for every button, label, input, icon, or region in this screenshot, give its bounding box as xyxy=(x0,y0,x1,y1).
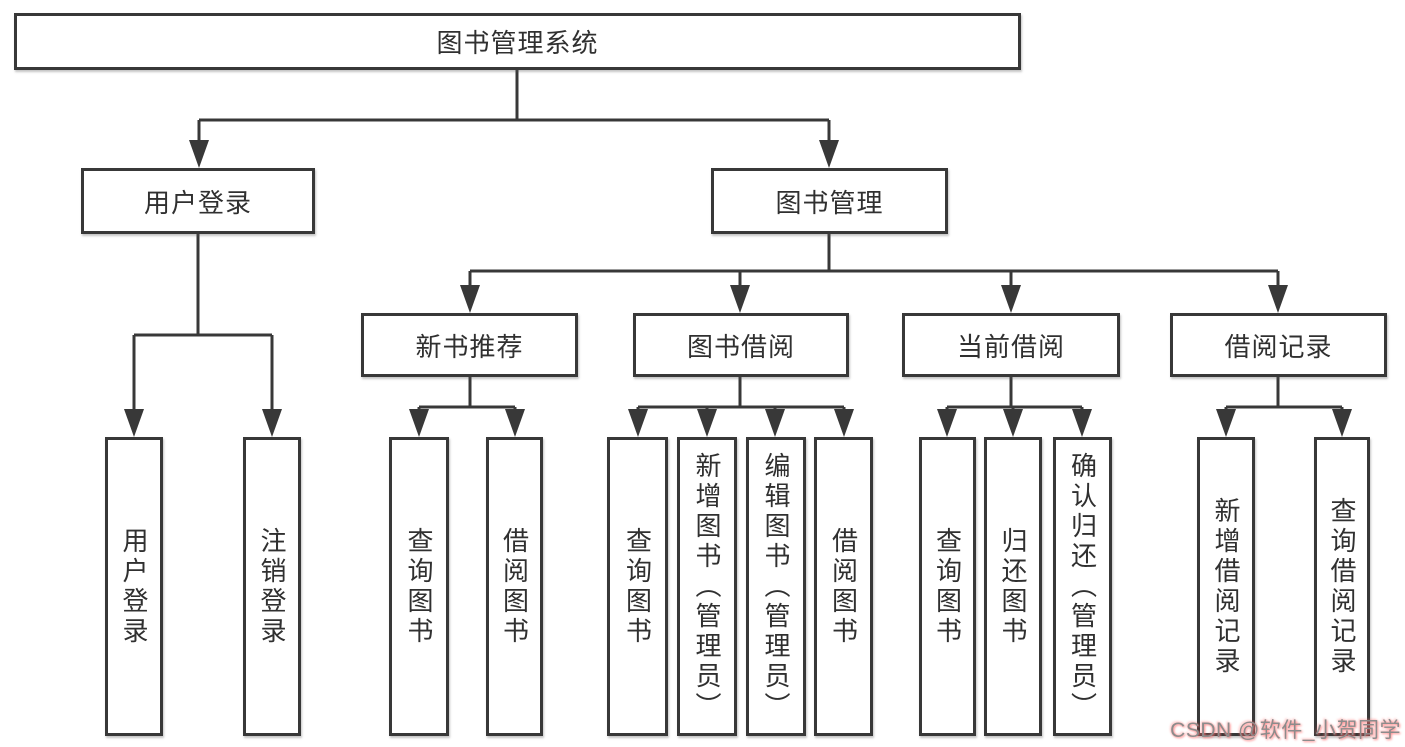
node-book-borrow: 图书借阅 xyxy=(633,313,849,377)
node-label: 编辑图书（管理员） xyxy=(761,451,791,722)
node-label: 查询图书 xyxy=(932,526,963,647)
connector-root-to-level1 xyxy=(197,70,831,148)
node-label: 图书借阅 xyxy=(686,331,795,362)
connector-user-login-children xyxy=(132,234,274,417)
node-label: 用户登录 xyxy=(119,526,149,647)
node-label: 新增借阅记录 xyxy=(1211,496,1241,677)
node-label: 查询图书 xyxy=(404,526,434,647)
leaf-query-borrow-record: 查询借阅记录 xyxy=(1314,437,1370,736)
connector-book-borrow-children xyxy=(636,377,846,416)
leaf-logout: 注销登录 xyxy=(243,437,301,736)
node-label: 当前借阅 xyxy=(956,331,1065,362)
leaf-user-login: 用户登录 xyxy=(105,437,163,736)
node-label: 查询借阅记录 xyxy=(1327,496,1357,677)
node-label: 图书管理 xyxy=(775,187,884,218)
connector-borrow-records-children xyxy=(1224,377,1344,416)
leaf-query-books-current: 查询图书 xyxy=(919,437,976,736)
node-label: 借阅记录 xyxy=(1224,331,1333,362)
node-borrow-records: 借阅记录 xyxy=(1170,313,1387,377)
node-book-management: 图书管理 xyxy=(711,168,948,234)
node-label: 确认归还（管理员） xyxy=(1067,451,1098,722)
node-label: 查询图书 xyxy=(622,526,653,647)
leaf-confirm-return-admin: 确认归还（管理员） xyxy=(1053,437,1112,736)
leaf-borrow-books: 借阅图书 xyxy=(814,437,873,736)
leaf-query-books-borrow: 查询图书 xyxy=(607,437,668,736)
connector-book-management-children xyxy=(468,234,1280,291)
node-user-login: 用户登录 xyxy=(81,168,315,234)
leaf-return-books: 归还图书 xyxy=(984,437,1042,736)
connector-new-book-children xyxy=(417,377,517,416)
node-label: 归还图书 xyxy=(998,526,1028,647)
node-label: 借阅图书 xyxy=(499,526,530,647)
node-label: 新增图书（管理员） xyxy=(692,451,722,722)
connector-current-borrow-children xyxy=(945,377,1084,416)
node-label: 用户登录 xyxy=(143,187,252,218)
node-label: 注销登录 xyxy=(257,526,287,647)
node-root-system: 图书管理系统 xyxy=(14,13,1021,70)
node-new-book-recommend: 新书推荐 xyxy=(361,313,578,377)
leaf-edit-books-admin: 编辑图书（管理员） xyxy=(746,437,806,736)
leaf-borrow-books-recommend: 借阅图书 xyxy=(486,437,543,736)
node-label: 借阅图书 xyxy=(828,526,859,647)
node-label: 图书管理系统 xyxy=(436,28,599,58)
leaf-add-borrow-record: 新增借阅记录 xyxy=(1197,437,1255,736)
csdn-watermark: CSDN @软件_小贺同学 xyxy=(1170,719,1401,742)
node-label: 新书推荐 xyxy=(415,331,524,362)
leaf-add-books-admin: 新增图书（管理员） xyxy=(677,437,737,736)
leaf-query-books-recommend: 查询图书 xyxy=(389,437,449,736)
node-current-borrow: 当前借阅 xyxy=(902,313,1120,377)
